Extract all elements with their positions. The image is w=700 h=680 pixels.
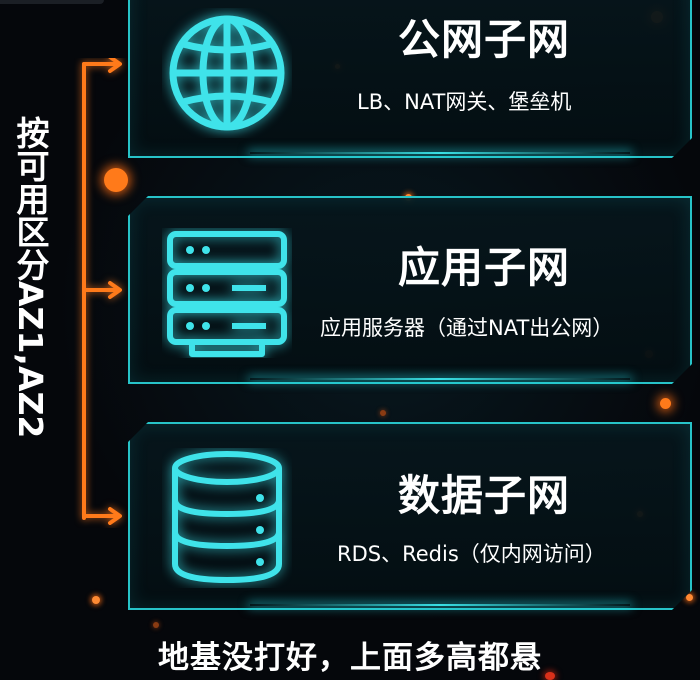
glow-dot xyxy=(92,596,100,604)
public-subnet-panel xyxy=(128,0,692,158)
data-subnet-subtitle: RDS、Redis（仅内网访问） xyxy=(337,542,606,566)
glow-dot xyxy=(686,594,693,601)
panel-glow-line xyxy=(250,378,630,380)
public-subnet-title: 公网子网 xyxy=(398,15,571,64)
globe-icon xyxy=(169,15,285,131)
public-subnet-subtitle: LB、NAT网关、堡垒机 xyxy=(357,90,572,114)
bracket-connector xyxy=(82,58,122,525)
glow-dot xyxy=(104,168,128,192)
app-subnet-subtitle: 应用服务器（通过NAT出公网） xyxy=(320,316,614,340)
panel-glow-line xyxy=(250,604,630,606)
availability-zone-label: 按可用区分AZ1,AZ2 xyxy=(11,116,50,439)
glow-dot xyxy=(660,398,671,409)
data-subnet-title: 数据子网 xyxy=(398,471,571,520)
server-rack-icon xyxy=(167,231,287,357)
glow-dot xyxy=(545,672,555,680)
glow-dot xyxy=(153,622,159,628)
database-icon xyxy=(172,451,282,584)
top-left-edge xyxy=(0,0,104,4)
panel-glow-line xyxy=(250,152,630,154)
app-subnet-title: 应用子网 xyxy=(398,243,571,292)
glow-dot xyxy=(380,410,386,416)
bottom-caption: 地基没打好，上面多高都悬 xyxy=(158,640,542,676)
